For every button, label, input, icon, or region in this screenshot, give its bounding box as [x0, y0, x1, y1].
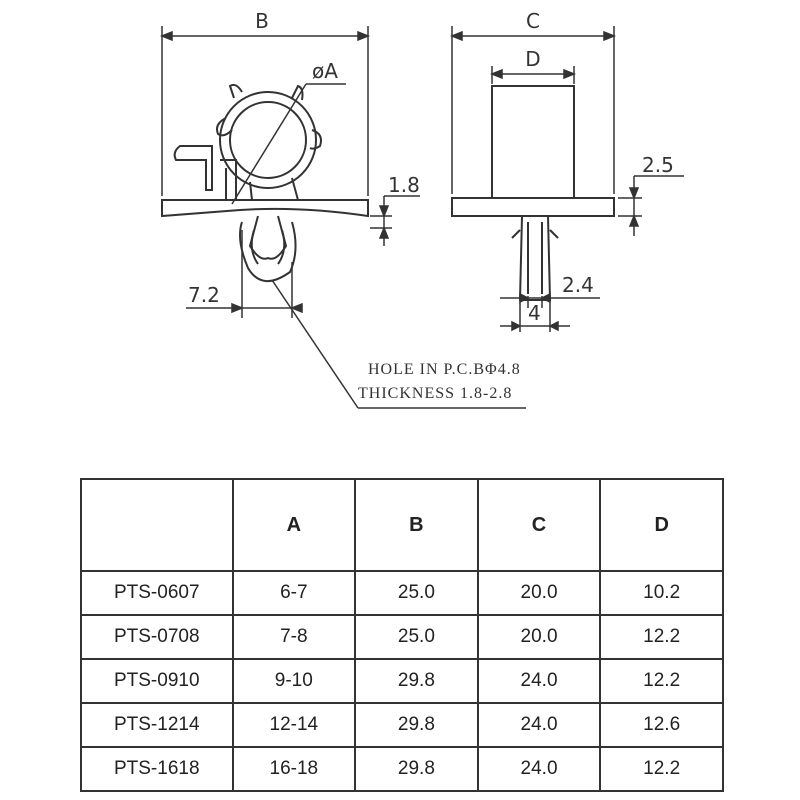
cell-a: 7-8	[231, 614, 357, 660]
cell-d: 12.2	[599, 746, 724, 792]
note-hole-line: HOLE IN P.C.BΦ4.8	[368, 361, 521, 378]
table-row: PTS-1214 12-14 29.8 24.0 12.6	[80, 702, 724, 748]
cell-c: 24.0	[476, 746, 602, 792]
cell-c: 20.0	[476, 570, 602, 616]
cell-a: 12-14	[231, 702, 357, 748]
cell-a: 9-10	[231, 658, 357, 704]
cell-a: 16-18	[231, 746, 357, 792]
clip-front-view	[451, 85, 615, 301]
note-thickness-line: THICKNESS 1.8-2.8	[358, 385, 512, 402]
dim-a-label: øA	[312, 59, 338, 83]
cell-b: 29.8	[354, 702, 479, 748]
dim-2-5-label: 2.5	[642, 153, 674, 177]
header-d: D	[599, 478, 724, 572]
header-b: B	[354, 478, 479, 572]
clip-side-view	[161, 83, 369, 282]
dim-7-2-label: 7.2	[188, 283, 220, 307]
cell-c: 24.0	[476, 658, 602, 704]
header-c: C	[476, 478, 602, 572]
cell-model: PTS-1618	[80, 746, 234, 792]
header-a: A	[231, 478, 357, 572]
cell-model: PTS-1214	[80, 702, 234, 748]
dim-b-label: B	[255, 9, 269, 33]
table-row: PTS-0708 7-8 25.0 20.0 12.2	[80, 614, 724, 660]
cell-d: 12.2	[599, 658, 724, 704]
cell-model: PTS-0910	[80, 658, 234, 704]
cell-d: 10.2	[599, 570, 724, 616]
cell-d: 12.2	[599, 614, 724, 660]
dim-c-label: C	[526, 9, 540, 33]
cell-model: PTS-0708	[80, 614, 234, 660]
technical-drawing: B C D øA 1.8 2.5 7.2 2.4 4 HOLE IN P.C.B…	[159, 9, 684, 409]
dim-d-label: D	[525, 47, 540, 71]
cell-b: 25.0	[354, 570, 479, 616]
table-row: PTS-0910 9-10 29.8 24.0 12.2	[80, 658, 724, 704]
cell-a: 6-7	[231, 570, 357, 616]
dim-2-4-label: 2.4	[562, 273, 594, 297]
table-header-row: A B C D	[80, 478, 724, 572]
table-row: PTS-0607 6-7 25.0 20.0 10.2	[80, 570, 724, 616]
dim-1-8-label: 1.8	[388, 173, 420, 197]
cell-model: PTS-0607	[80, 570, 234, 616]
spec-table: A B C D PTS-0607 6-7 25.0 20.0 10.2 PTS-…	[80, 478, 724, 792]
cell-b: 29.8	[354, 746, 479, 792]
table-row: PTS-1618 16-18 29.8 24.0 12.2	[80, 746, 724, 792]
cell-b: 29.8	[354, 658, 479, 704]
cell-b: 25.0	[354, 614, 479, 660]
dim-4-label: 4	[528, 301, 541, 325]
cell-c: 20.0	[476, 614, 602, 660]
cell-d: 12.6	[599, 702, 724, 748]
header-model	[80, 478, 234, 572]
cell-c: 24.0	[476, 702, 602, 748]
